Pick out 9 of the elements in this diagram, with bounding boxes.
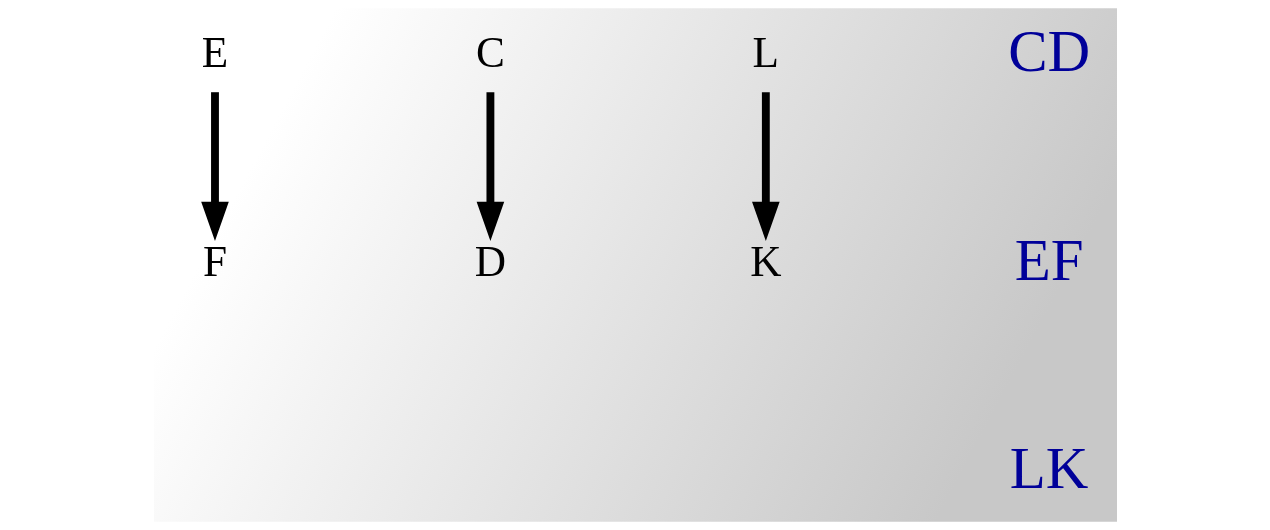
node-text: C [475, 28, 505, 77]
node-text: F [202, 237, 227, 286]
node-text: L [752, 28, 779, 77]
node-text: E [201, 28, 228, 77]
label: EF [1014, 226, 1084, 293]
node-text: D [474, 237, 506, 286]
label: LK [1009, 435, 1088, 502]
node-text: K [749, 237, 781, 286]
label: CD [1007, 18, 1090, 85]
